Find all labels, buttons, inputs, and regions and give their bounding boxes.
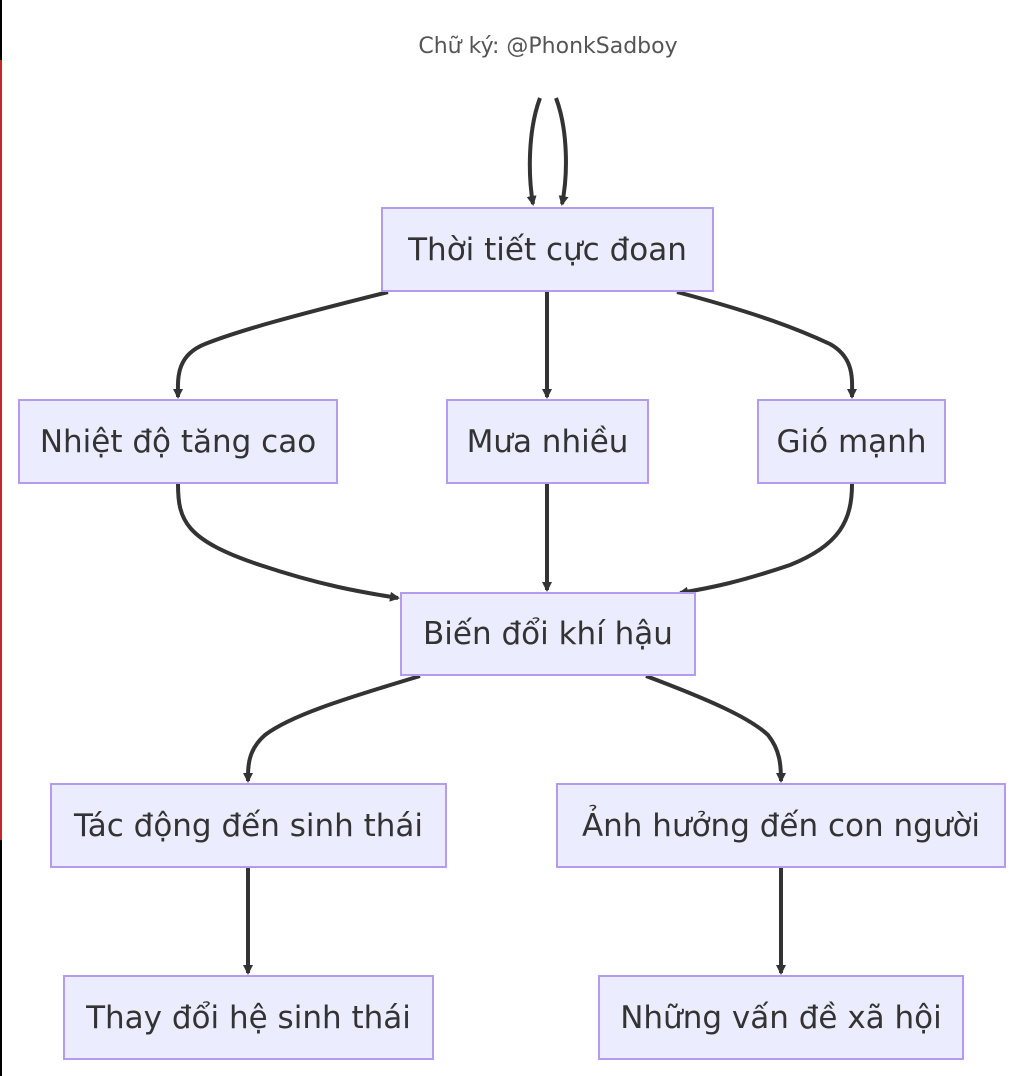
signature-label: Chữ ký: @PhonkSadboy [418, 34, 678, 59]
node-anh-huong-den-con-nguoi: Ảnh hưởng đến con người [556, 783, 1006, 868]
node-tac-dong-den-sinh-thai: Tác động đến sinh thái [50, 783, 447, 868]
window-edge-accent [0, 60, 2, 840]
edge-signature-to-thoi-tiet-1 [526, 97, 542, 206]
edge-thoi-tiet-to-nhiet-do [172, 290, 389, 399]
edge-nhiet-do-to-bien-doi [176, 483, 400, 602]
node-nhung-van-de-xa-hoi: Những vấn đề xã hội [598, 975, 964, 1060]
node-thay-doi-he-sinh-thai: Thay đổi hệ sinh thái [63, 975, 434, 1060]
node-bien-doi-khi-hau: Biến đổi khí hậu [400, 592, 696, 676]
edge-signature-to-thoi-tiet-2 [554, 97, 569, 206]
edge-thoi-tiet-to-gio-manh [676, 290, 858, 399]
node-gio-manh: Gió mạnh [757, 399, 946, 484]
node-mua-nhieu: Mưa nhiều [446, 399, 649, 484]
edge-gio-manh-to-bien-doi [678, 483, 854, 597]
edge-bien-doi-to-anh-huong [645, 674, 786, 783]
node-nhiet-do-tang-cao: Nhiệt độ tăng cao [18, 399, 338, 484]
node-thoi-tiet-cuc-doan: Thời tiết cực đoan [381, 207, 714, 292]
edge-bien-doi-to-tac-dong [243, 674, 421, 783]
window-left-edge [0, 0, 2, 1076]
